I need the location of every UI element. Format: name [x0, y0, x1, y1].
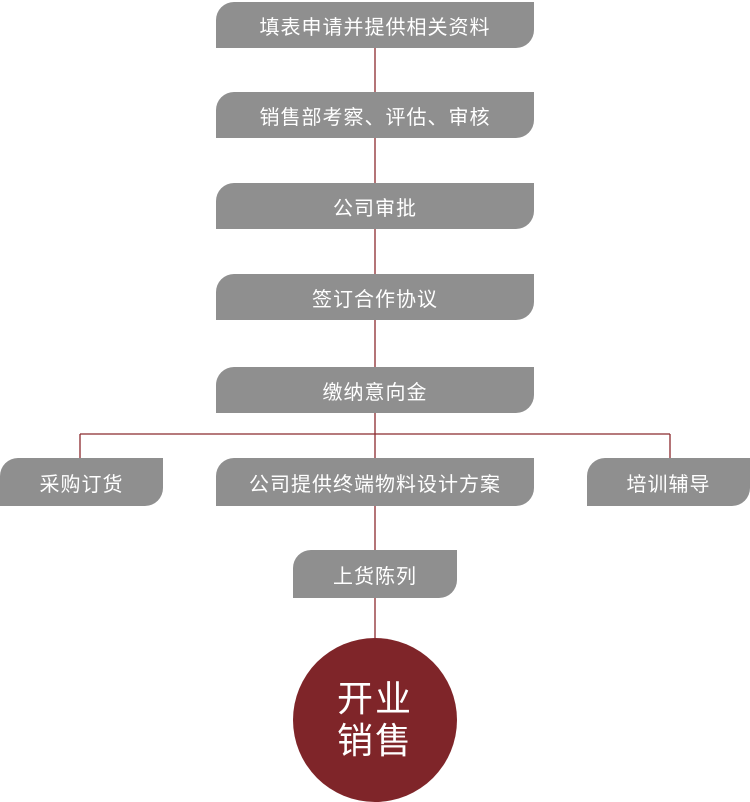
final-line-2: 销售	[336, 721, 413, 761]
step-review: 销售部考察、评估、审核	[216, 92, 534, 138]
final-line-1: 开业	[336, 679, 413, 719]
step-deposit: 缴纳意向金	[216, 367, 534, 413]
step-approval: 公司审批	[216, 183, 534, 229]
step-apply: 填表申请并提供相关资料	[216, 2, 534, 48]
step-sign-agreement: 签订合作协议	[216, 274, 534, 320]
branch-training: 培训辅导	[587, 458, 750, 506]
step-display-goods: 上货陈列	[293, 550, 457, 598]
final-open-sales-circle: 开业 销售	[293, 638, 457, 802]
branch-terminal-material-design: 公司提供终端物料设计方案	[216, 458, 534, 506]
branch-purchase-order: 采购订货	[0, 458, 163, 506]
